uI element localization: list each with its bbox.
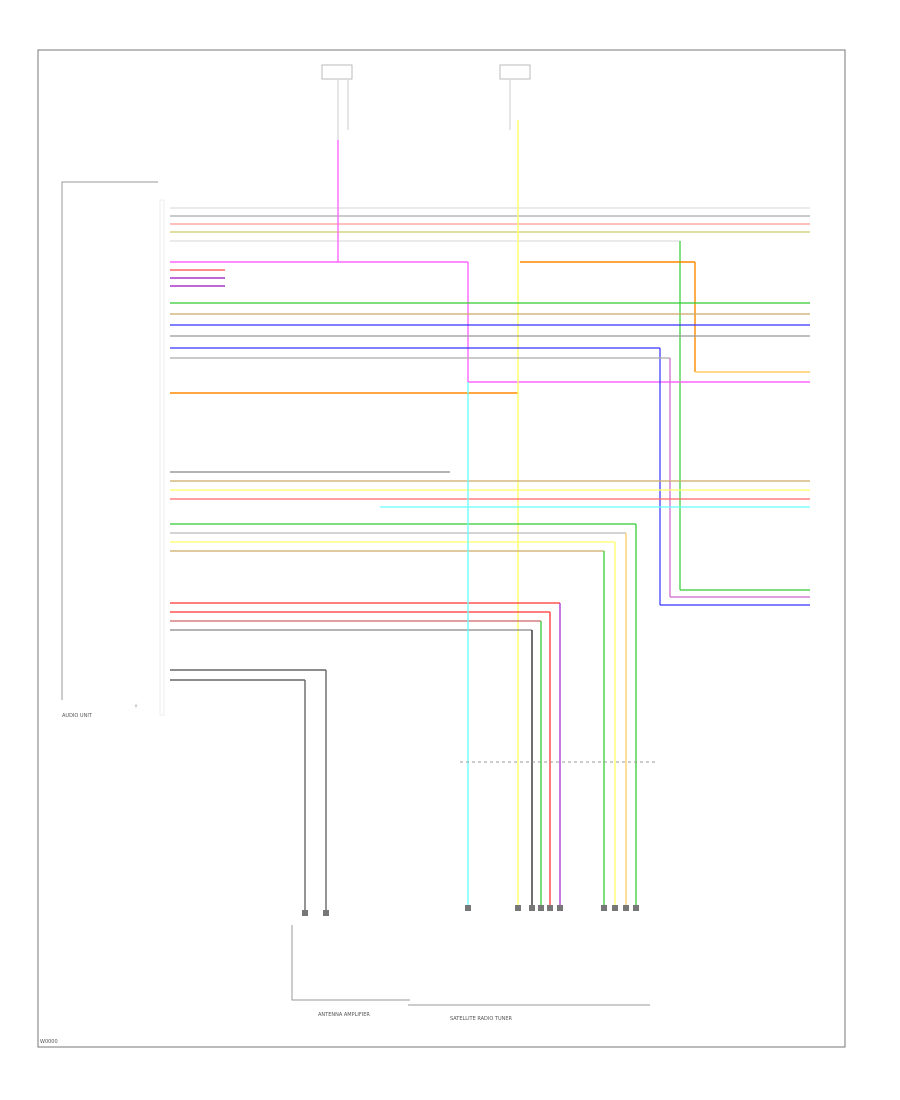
top-connector-right xyxy=(499,64,531,130)
bottom-terminals xyxy=(302,905,639,916)
pin-number-column xyxy=(159,199,165,716)
audio-unit-label: AUDIO UNIT xyxy=(62,713,93,719)
audio-unit-outline xyxy=(61,181,158,700)
antenna-wires xyxy=(170,669,327,915)
footer-code: W0000 xyxy=(40,1039,58,1045)
top-connector-left xyxy=(321,64,353,140)
speaker-wires-front xyxy=(170,207,810,591)
control-wires xyxy=(170,471,810,508)
satellite-tuner-wires xyxy=(170,382,637,910)
antenna-amplifier-outline xyxy=(291,925,410,1001)
diagram-frame xyxy=(37,49,846,1048)
antenna-amplifier-label: ANTENNA AMPLIFIER xyxy=(318,1012,370,1018)
speaker-wires-rear xyxy=(170,302,810,606)
ground-symbol: ⏚ xyxy=(134,702,138,708)
satellite-tuner-label: SATELLITE RADIO TUNER xyxy=(450,1016,513,1022)
power-wires xyxy=(170,140,810,394)
